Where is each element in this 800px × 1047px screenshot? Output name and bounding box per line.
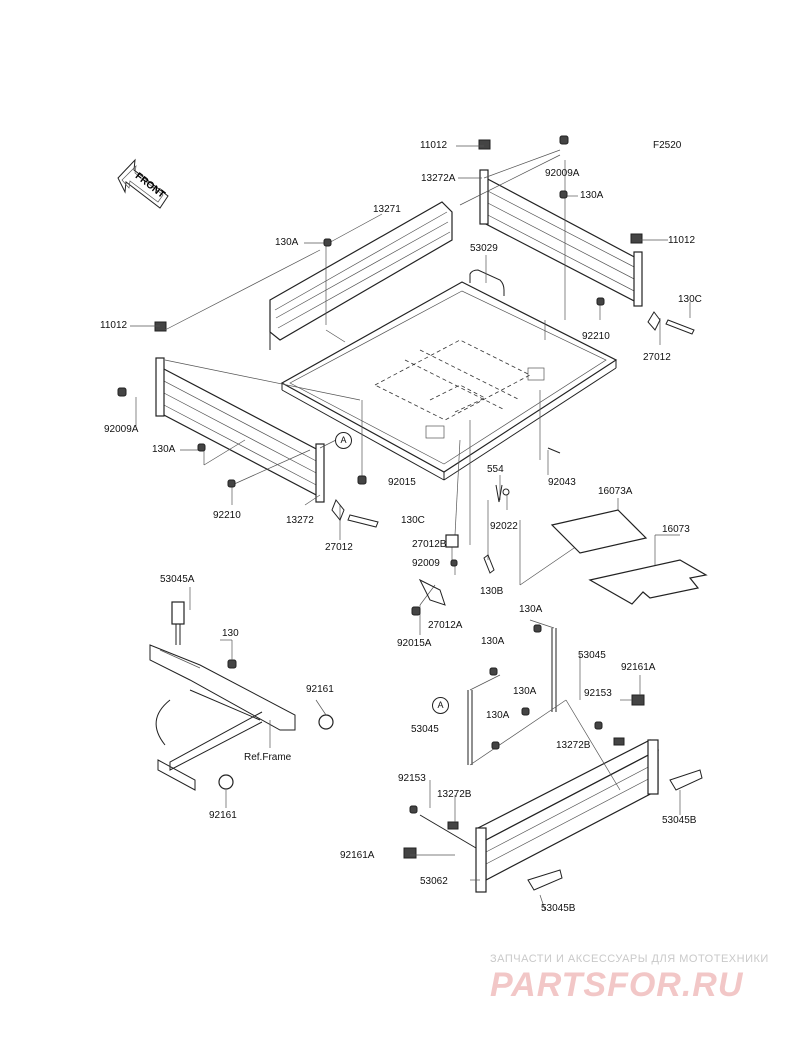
label-13272B-right[interactable]: 13272B bbox=[556, 740, 591, 751]
label-130C-mid[interactable]: 130C bbox=[401, 515, 425, 526]
label-92153-right[interactable]: 92153 bbox=[584, 688, 612, 699]
label-92009[interactable]: 92009 bbox=[412, 558, 440, 569]
label-92022[interactable]: 92022 bbox=[490, 521, 518, 532]
label-92161A-left[interactable]: 92161A bbox=[340, 850, 375, 861]
label-130C-right[interactable]: 130C bbox=[678, 294, 702, 305]
label-11012-right[interactable]: 11012 bbox=[668, 235, 696, 246]
label-92161A-right[interactable]: 92161A bbox=[621, 662, 656, 673]
label-130A-top[interactable]: 130A bbox=[580, 190, 604, 201]
label-53045B-bottom[interactable]: 53045B bbox=[541, 903, 576, 914]
label-53045B-right[interactable]: 53045B bbox=[662, 815, 697, 826]
front-arrow-icon bbox=[117, 158, 169, 209]
label-130A-b4[interactable]: 130A bbox=[486, 710, 510, 721]
label-92015[interactable]: 92015 bbox=[388, 477, 416, 488]
label-16073A[interactable]: 16073A bbox=[598, 486, 633, 497]
figure-code: F2520 bbox=[653, 140, 682, 151]
frame-detail bbox=[149, 587, 334, 808]
label-92210-left[interactable]: 92210 bbox=[213, 510, 241, 521]
label-13272A[interactable]: 13272A bbox=[421, 173, 456, 184]
rear-panel-13272 bbox=[154, 321, 325, 503]
floor-mats bbox=[550, 509, 708, 605]
callout-a-top: A bbox=[335, 432, 352, 449]
leader-lines bbox=[130, 145, 691, 635]
label-27012A[interactable]: 27012A bbox=[428, 620, 463, 631]
label-130A-left[interactable]: 130A bbox=[275, 237, 299, 248]
bed-floor-53029 bbox=[280, 269, 618, 481]
label-27012-right[interactable]: 27012 bbox=[643, 352, 671, 363]
label-11012-left[interactable]: 11012 bbox=[100, 320, 128, 331]
label-13271[interactable]: 13271 bbox=[373, 204, 401, 215]
label-92153-left[interactable]: 92153 bbox=[398, 773, 426, 784]
small-parts bbox=[117, 135, 695, 616]
label-130A-mid[interactable]: 130A bbox=[152, 444, 176, 455]
label-92009A-left[interactable]: 92009A bbox=[104, 424, 139, 435]
callout-a-bottom: A bbox=[432, 697, 449, 714]
label-130B[interactable]: 130B bbox=[480, 586, 504, 597]
label-554[interactable]: 554 bbox=[487, 464, 504, 475]
label-92161-top[interactable]: 92161 bbox=[306, 684, 334, 695]
label-53045A[interactable]: 53045A bbox=[160, 574, 195, 585]
label-92009A-top[interactable]: 92009A bbox=[545, 168, 580, 179]
label-13272[interactable]: 13272 bbox=[286, 515, 314, 526]
label-53045-top[interactable]: 53045 bbox=[578, 650, 606, 661]
label-16073[interactable]: 16073 bbox=[662, 524, 690, 535]
underfloor-dashed-frame bbox=[374, 339, 545, 439]
label-13272B-left[interactable]: 13272B bbox=[437, 789, 472, 800]
watermark-logo: PARTSFOR.RU bbox=[490, 966, 744, 1004]
label-53062[interactable]: 53062 bbox=[420, 876, 448, 887]
ref-frame-label: Ref.Frame bbox=[244, 752, 292, 763]
label-130A-b1[interactable]: 130A bbox=[519, 604, 543, 615]
label-53029[interactable]: 53029 bbox=[470, 243, 498, 254]
label-27012-left[interactable]: 27012 bbox=[325, 542, 353, 553]
label-92043[interactable]: 92043 bbox=[548, 477, 576, 488]
label-130A-b2[interactable]: 130A bbox=[481, 636, 505, 647]
label-130A-b3[interactable]: 130A bbox=[513, 686, 537, 697]
label-130-left[interactable]: 130 bbox=[222, 628, 239, 639]
label-11012-top[interactable]: 11012 bbox=[420, 140, 448, 151]
tailgate-assembly bbox=[403, 619, 703, 911]
label-92161-bottom[interactable]: 92161 bbox=[209, 810, 237, 821]
label-92210-right[interactable]: 92210 bbox=[582, 331, 610, 342]
side-panel-13271 bbox=[269, 201, 453, 350]
watermark-tagline: ЗАПЧАСТИ И АКСЕССУАРЫ ДЛЯ МОТОТЕХНИКИ bbox=[490, 953, 769, 965]
label-53045-left[interactable]: 53045 bbox=[411, 724, 439, 735]
label-92015A[interactable]: 92015A bbox=[397, 638, 432, 649]
label-27012B[interactable]: 27012B bbox=[412, 539, 447, 550]
front-panel-13272A bbox=[478, 139, 643, 307]
